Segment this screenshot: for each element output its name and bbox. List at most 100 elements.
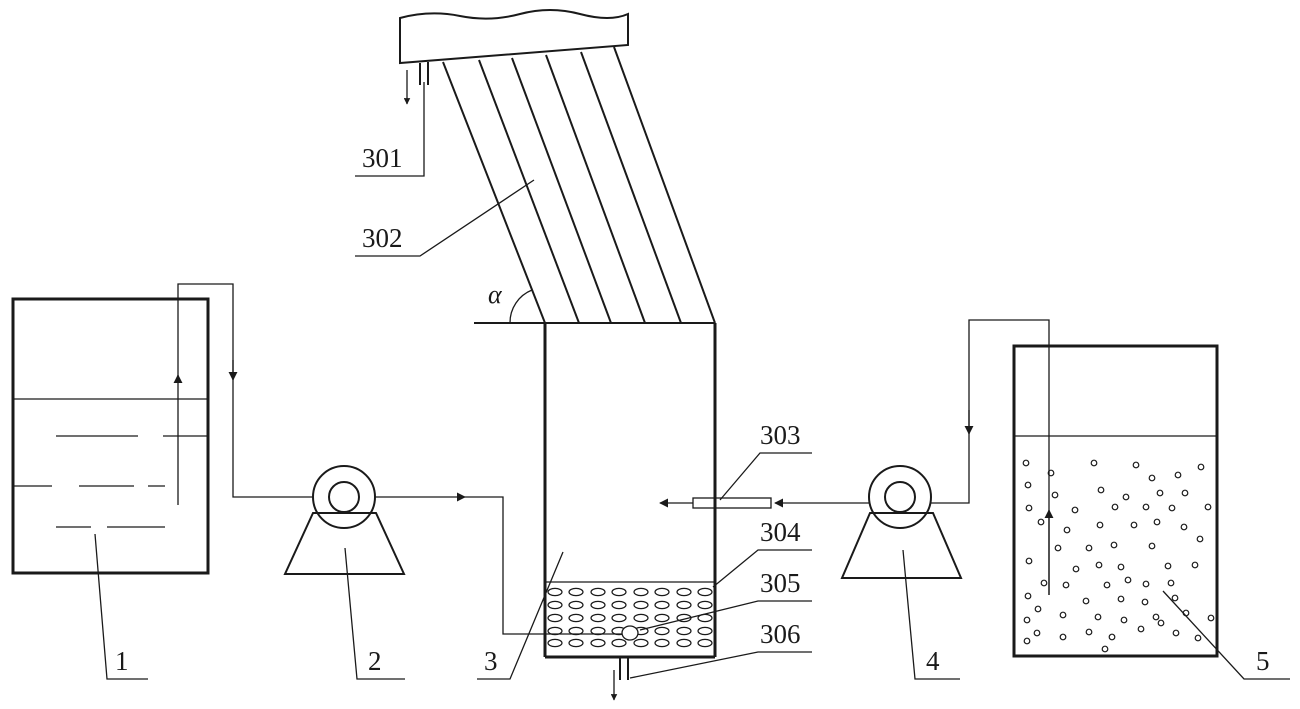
particle <box>1071 506 1079 514</box>
label-305: 305 <box>760 568 801 598</box>
packing-ellipse <box>611 600 627 610</box>
particle <box>1062 581 1070 589</box>
particle <box>1174 471 1182 479</box>
packing-ellipse <box>568 587 584 597</box>
particle <box>1142 503 1150 511</box>
leader-304 <box>712 549 812 588</box>
leader-301 <box>355 82 425 177</box>
aerator-305 <box>621 625 639 641</box>
label-301: 301 <box>362 143 403 173</box>
particle <box>1024 481 1032 489</box>
particle <box>1085 544 1093 552</box>
pipe-tank5-to-pump4 <box>931 319 1054 595</box>
particle <box>1152 613 1160 621</box>
particle <box>1023 616 1031 624</box>
particle <box>1022 459 1030 467</box>
particle <box>1110 541 1118 549</box>
particle <box>1171 594 1179 602</box>
packing-ellipse <box>547 638 563 648</box>
leader-2 <box>344 547 405 680</box>
particle <box>1120 616 1128 624</box>
packing-ellipse <box>590 626 606 636</box>
packing-ellipse <box>633 613 649 623</box>
particle <box>1025 504 1033 512</box>
packing-ellipse <box>676 638 692 648</box>
particle <box>1167 579 1175 587</box>
particle <box>1040 579 1048 587</box>
particle <box>1085 628 1093 636</box>
packing-ellipse <box>568 613 584 623</box>
packing-ellipse <box>654 587 670 597</box>
packing-ellipse <box>697 600 713 610</box>
reactor-3 <box>474 322 717 701</box>
packing-ellipse <box>654 600 670 610</box>
particle <box>1063 526 1071 534</box>
packing-ellipse <box>654 638 670 648</box>
leader-305 <box>639 600 812 631</box>
particle <box>1103 581 1111 589</box>
particle <box>1181 489 1189 497</box>
particle <box>1023 637 1031 645</box>
label-5: 5 <box>1256 646 1270 676</box>
packing-ellipse <box>611 613 627 623</box>
particle <box>1191 561 1199 569</box>
particle <box>1164 562 1172 570</box>
particle <box>1142 580 1150 588</box>
label-302: 302 <box>362 223 403 253</box>
particle <box>1197 463 1205 471</box>
particle <box>1051 491 1059 499</box>
angle-alpha-label: α <box>488 280 503 309</box>
particle <box>1124 576 1132 584</box>
particle <box>1117 563 1125 571</box>
leader-306 <box>629 651 812 679</box>
particle <box>1130 521 1138 529</box>
particle <box>1157 619 1165 627</box>
particle <box>1082 597 1090 605</box>
particle <box>1141 598 1149 606</box>
particle <box>1095 561 1103 569</box>
particle <box>1054 544 1062 552</box>
particle <box>1025 557 1033 565</box>
inclined-plate-settler-302 <box>442 46 716 324</box>
particle <box>1047 469 1055 477</box>
particle <box>1156 489 1164 497</box>
packing-ellipse <box>611 638 627 648</box>
particle <box>1034 605 1042 613</box>
particle <box>1168 504 1176 512</box>
leader-4 <box>902 549 960 680</box>
label-1: 1 <box>115 646 129 676</box>
pipe-pump2-to-reactor <box>375 492 622 635</box>
packing-ellipse <box>547 613 563 623</box>
leader-302 <box>355 179 535 257</box>
packing-ellipse <box>697 587 713 597</box>
packing-ellipse <box>568 626 584 636</box>
particle <box>1194 634 1202 642</box>
particle <box>1033 629 1041 637</box>
tank-5 <box>1012 344 1219 658</box>
packing-ellipse <box>676 587 692 597</box>
particle <box>1059 633 1067 641</box>
leader-3 <box>477 551 564 680</box>
packing-ellipse <box>568 638 584 648</box>
particle <box>1101 645 1109 653</box>
particle <box>1072 565 1080 573</box>
packing-ellipse <box>611 587 627 597</box>
particle <box>1207 614 1215 622</box>
leader-5 <box>1162 590 1290 680</box>
label-4: 4 <box>926 646 940 676</box>
packing-ellipse <box>590 587 606 597</box>
particle <box>1096 521 1104 529</box>
pump-4 <box>840 465 963 579</box>
pipe-tank1-to-pump2 <box>177 283 313 498</box>
packing-layer-304 <box>547 587 713 648</box>
label-306: 306 <box>760 619 801 649</box>
leader-303 <box>719 452 812 501</box>
suspended-particles <box>1022 459 1215 653</box>
particle <box>1094 613 1102 621</box>
packing-ellipse <box>676 600 692 610</box>
angle-arc <box>509 289 533 324</box>
packing-ellipse <box>697 626 713 636</box>
leader-1 <box>94 533 148 680</box>
particle <box>1148 542 1156 550</box>
